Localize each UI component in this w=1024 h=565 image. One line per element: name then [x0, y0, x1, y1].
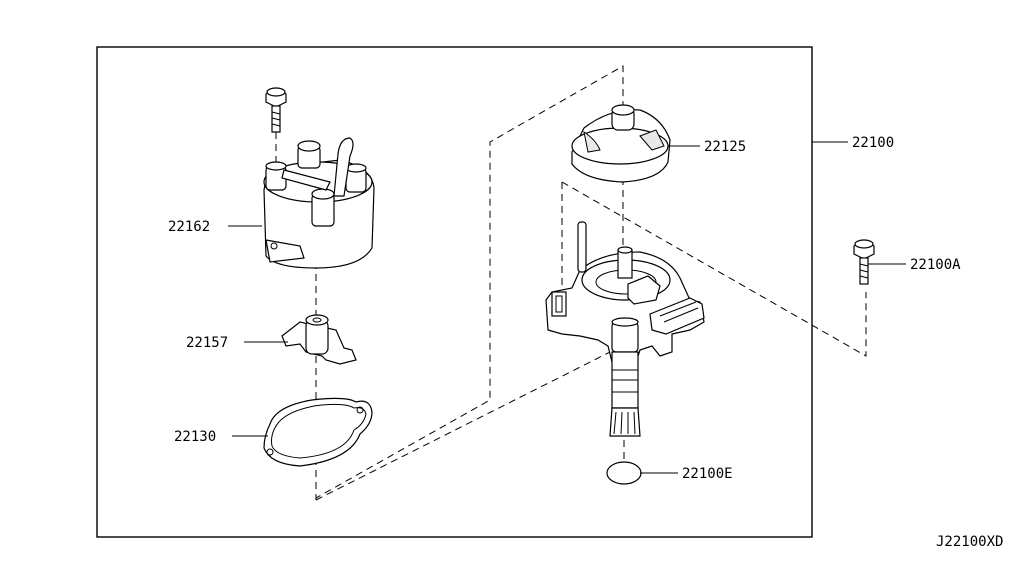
distributor-body — [545, 221, 705, 437]
seal-cover — [571, 104, 671, 183]
callout-22162: 22162 — [168, 219, 210, 235]
callout-22157: 22157 — [186, 335, 228, 351]
assembly-frame — [96, 46, 813, 538]
cap-screw — [265, 87, 287, 133]
leader-lines — [228, 141, 906, 474]
callout-22125: 22125 — [704, 139, 746, 155]
callout-22100E: 22100E — [682, 466, 733, 482]
mount-bolt — [853, 239, 875, 285]
callout-22100: 22100 — [852, 135, 894, 151]
diagram-code: J22100XD — [936, 534, 1003, 550]
o-ring — [606, 461, 642, 485]
assembly-guides — [275, 65, 867, 501]
distributor-cap — [263, 137, 375, 269]
callout-22100A: 22100A — [910, 257, 961, 273]
cap-gasket — [263, 397, 373, 467]
callout-22130: 22130 — [174, 429, 216, 445]
rotor — [281, 314, 357, 365]
